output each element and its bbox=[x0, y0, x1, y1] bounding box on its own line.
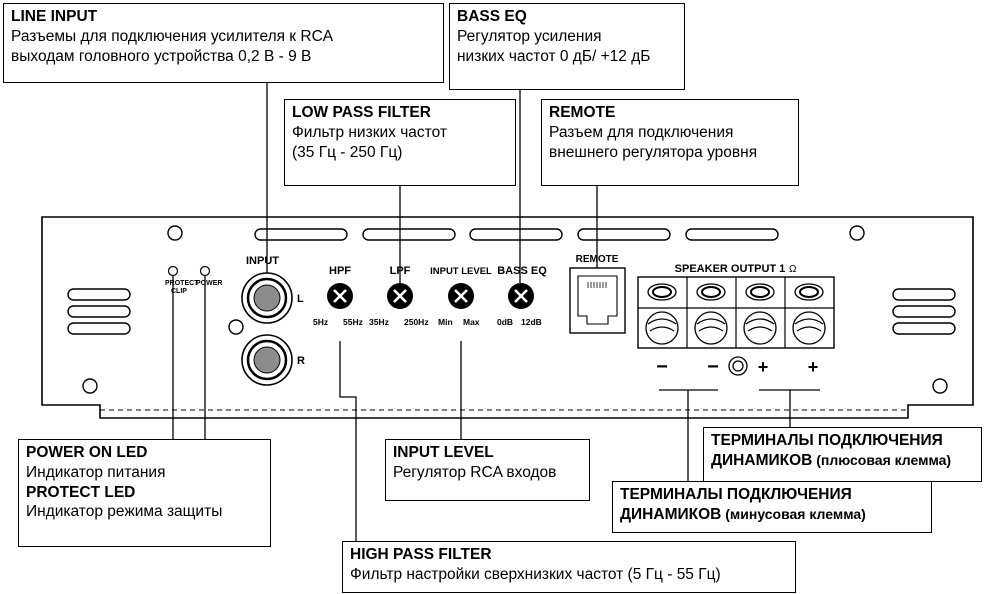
input-level-title: INPUT LEVEL bbox=[393, 444, 494, 461]
remote-title: REMOTE bbox=[549, 104, 616, 121]
callout-bass-eq: BASS EQ Регулятор усиления низких частот… bbox=[449, 3, 685, 90]
line-input-title: LINE INPUT bbox=[11, 8, 98, 25]
speaker-terminal-block bbox=[637, 276, 835, 349]
vent-slots bbox=[67, 228, 956, 335]
speaker-output-label: SPEAKER OUTPUT 1 bbox=[675, 263, 786, 275]
ohm-symbol: Ω bbox=[789, 264, 797, 275]
clip-label: CLIP bbox=[171, 288, 187, 295]
power-label: POWER bbox=[196, 280, 222, 287]
callout-power-protect-led: POWER ON LED Индикатор питания PROTECT L… bbox=[18, 439, 271, 547]
input-level-max-label: Max bbox=[463, 317, 480, 327]
bass-eq-knob[interactable] bbox=[508, 283, 534, 309]
power-led-desc: Индикатор питания bbox=[26, 463, 166, 481]
line-input-desc-2: выходам головного устройства 0,2 В - 9 В bbox=[11, 47, 312, 65]
input-level-desc: Регулятор RCA входов bbox=[393, 463, 557, 481]
low-pass-desc-2: (35 Гц - 250 Гц) bbox=[292, 143, 403, 161]
bass-eq-desc-2: низких частот 0 дБ/ +12 дБ bbox=[457, 47, 651, 65]
bass-eq-title: BASS EQ bbox=[457, 8, 527, 25]
right-channel-label: R bbox=[297, 355, 305, 367]
lpf-knob[interactable] bbox=[387, 283, 413, 309]
rca-jack-left[interactable] bbox=[241, 272, 293, 324]
hpf-label: HPF bbox=[329, 265, 351, 277]
lpf-max-label: 250Hz bbox=[404, 317, 429, 327]
lpf-min-label: 35Hz bbox=[369, 317, 389, 327]
plus-sign-2: + bbox=[808, 357, 819, 377]
power-led-title: POWER ON LED bbox=[26, 444, 148, 461]
terminals-plus-bold: ДИНАМИКОВ bbox=[711, 451, 813, 469]
hpf-knob[interactable] bbox=[327, 283, 353, 309]
callout-input-level: INPUT LEVEL Регулятор RCA входов bbox=[385, 439, 590, 501]
bass-eq-min-label: 0dB bbox=[497, 317, 513, 327]
terminals-plus-rest: (плюсовая клемма) bbox=[812, 451, 952, 468]
mount-hole bbox=[167, 225, 183, 241]
protect-led-title: PROTECT LED bbox=[26, 483, 136, 501]
terminals-minus-bold: ДИНАМИКОВ bbox=[620, 505, 722, 523]
input-level-knob[interactable] bbox=[448, 283, 474, 309]
callout-terminals-plus: ТЕРМИНАЛЫ ПОДКЛЮЧЕНИЯ ДИНАМИКОВ (плюсова… bbox=[703, 427, 982, 482]
input-label: INPUT bbox=[246, 255, 279, 267]
callout-terminals-minus: ТЕРМИНАЛЫ ПОДКЛЮЧЕНИЯ ДИНАМИКОВ (минусов… bbox=[612, 481, 932, 533]
ground-screw bbox=[728, 356, 748, 376]
minus-sign-2: − bbox=[707, 356, 719, 378]
hpf-min-label: 5Hz bbox=[313, 317, 328, 327]
panel-outline bbox=[41, 216, 974, 419]
protect-led-desc: Индикатор режима защиты bbox=[26, 503, 223, 521]
remote-jack[interactable] bbox=[569, 267, 626, 334]
mount-hole bbox=[228, 319, 244, 335]
protect-label: PROTECT bbox=[165, 280, 199, 287]
terminal-sockets[interactable] bbox=[645, 311, 826, 345]
callout-remote: REMOTE Разъем для подключения внешнего р… bbox=[541, 99, 799, 186]
mount-hole bbox=[932, 378, 948, 394]
remote-desc-1: Разъем для подключения bbox=[549, 123, 734, 141]
protect-led bbox=[167, 265, 179, 277]
bass-eq-max-label: 12dB bbox=[521, 317, 542, 327]
leader-lines bbox=[172, 80, 820, 543]
terminals-plus-line1: ТЕРМИНАЛЫ ПОДКЛЮЧЕНИЯ bbox=[711, 432, 943, 449]
hpf-max-label: 55Hz bbox=[343, 317, 363, 327]
mount-hole bbox=[849, 225, 865, 241]
line-input-desc-1: Разъемы для подключения усилителя к RCA bbox=[11, 27, 334, 45]
low-pass-desc-1: Фильтр низких частот bbox=[292, 123, 447, 141]
bass-eq-label: BASS EQ bbox=[497, 265, 547, 277]
minus-sign-1: − bbox=[656, 356, 668, 378]
mount-hole bbox=[82, 378, 98, 394]
left-channel-label: L bbox=[297, 293, 304, 305]
low-pass-title: LOW PASS FILTER bbox=[292, 104, 431, 121]
callout-low-pass-filter: LOW PASS FILTER Фильтр низких частот (35… bbox=[284, 99, 516, 186]
callout-line-input: LINE INPUT Разъемы для подключения усили… bbox=[3, 3, 444, 83]
input-level-label: INPUT LEVEL bbox=[430, 266, 492, 277]
rca-jack-right[interactable] bbox=[241, 334, 293, 386]
plus-sign-1: + bbox=[758, 357, 769, 377]
remote-desc-2: внешнего регулятора уровня bbox=[549, 143, 758, 161]
terminal-screws[interactable] bbox=[647, 283, 824, 301]
high-pass-title: HIGH PASS FILTER bbox=[350, 546, 492, 563]
terminals-minus-line1: ТЕРМИНАЛЫ ПОДКЛЮЧЕНИЯ bbox=[620, 486, 852, 503]
input-level-min-label: Min bbox=[438, 317, 453, 327]
callout-high-pass-filter: HIGH PASS FILTER Фильтр настройки сверхн… bbox=[342, 541, 796, 593]
terminals-minus-rest: (минусовая клемма) bbox=[721, 505, 866, 522]
power-led bbox=[199, 265, 211, 277]
bass-eq-desc-1: Регулятор усиления bbox=[457, 27, 602, 45]
high-pass-desc: Фильтр настройки сверхнизких частот (5 Г… bbox=[350, 565, 721, 583]
